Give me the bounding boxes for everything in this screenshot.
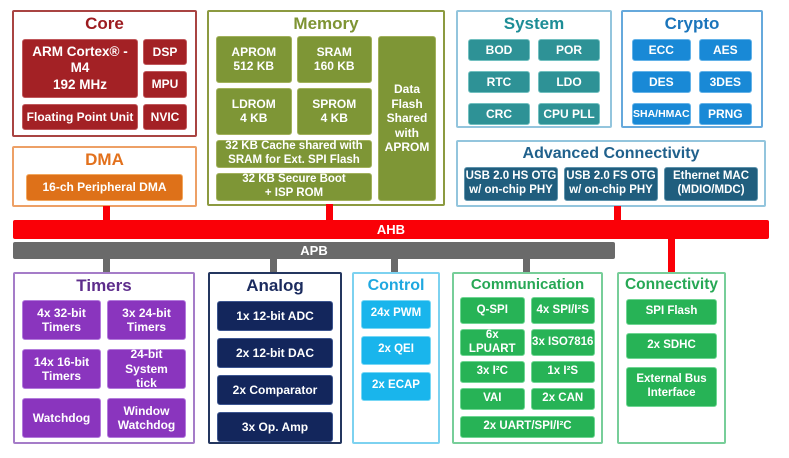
bod-block: BOD (468, 38, 530, 61)
rtc-block: RTC (468, 70, 530, 93)
communication-title: Communication (470, 276, 585, 293)
lpuart-block: 6x LPUART (460, 329, 525, 357)
crypto-title: Crypto (664, 14, 720, 33)
fpu-block: Floating Point Unit (22, 103, 138, 130)
ecap-block: 2x ECAP (361, 371, 431, 401)
sdhc-block: 2x SDHC (626, 332, 717, 359)
apb-bus: APB (13, 242, 615, 259)
data-flash-block: Data Flash Shared with APROM (378, 35, 436, 201)
system-section: System BOD POR RTC LDO CRC CPU PLL (456, 10, 612, 128)
cpu-block: ARM Cortex® -M4 192 MHz (22, 38, 138, 98)
system-title: System (503, 14, 565, 33)
memory-layout: APROM 512 KB SRAM 160 KB LDROM 4 KB SPRO… (216, 35, 436, 201)
dsp-block: DSP (143, 38, 187, 65)
core-section: Core ARM Cortex® -M4 192 MHz DSP MPU Flo… (12, 10, 197, 137)
apb-bus-label: APB (300, 243, 328, 258)
control-column: 24x PWM 2x QEI 2x ECAP (361, 299, 431, 401)
connectivity-section: Connectivity SPI Flash 2x SDHC External … (617, 272, 726, 444)
communication-grid: Q-SPI 4x SPI/I²S 6x LPUART 3x ISO7816 3x… (460, 297, 595, 411)
crypto-grid: ECC AES DES 3DES SHA/HMAC PRNG (632, 38, 752, 125)
iso7816-block: 3x ISO7816 (530, 329, 595, 357)
advanced-connectivity-title: Advanced Connectivity (522, 145, 700, 162)
peripheral-dma-block: 16-ch Peripheral DMA (26, 173, 183, 201)
sram-block: SRAM 160 KB (296, 35, 372, 83)
dma-ahb-connector (103, 206, 110, 221)
adc-block: 1x 12-bit ADC (217, 300, 333, 331)
memory-grid: APROM 512 KB SRAM 160 KB LDROM 4 KB SPRO… (216, 35, 372, 201)
core-title: Core (85, 14, 124, 33)
3des-block: 3DES (698, 70, 752, 93)
mpu-block: MPU (143, 70, 187, 98)
window-watchdog-block: Window Watchdog (107, 397, 186, 438)
des-block: DES (632, 70, 691, 93)
apb-communication-connector (523, 258, 530, 273)
timers-title: Timers (76, 276, 132, 295)
prng-block: PRNG (698, 102, 752, 125)
analog-title: Analog (246, 276, 304, 295)
ecc-block: ECC (632, 38, 691, 61)
analog-section: Analog 1x 12-bit ADC 2x 12-bit DAC 2x Co… (208, 272, 342, 444)
qspi-block: Q-SPI (460, 297, 525, 325)
systick-block: 24-bit System tick (107, 347, 186, 390)
pwm-block: 24x PWM (361, 299, 431, 329)
qei-block: 2x QEI (361, 335, 431, 365)
connectivity-title: Connectivity (624, 276, 718, 293)
crc-block: CRC (468, 102, 530, 125)
dac-block: 2x 12-bit DAC (217, 337, 333, 368)
memory-ahb-connector (326, 204, 333, 221)
comparator-block: 2x Comparator (217, 374, 333, 405)
secure-boot-block: 32 KB Secure Boot + ISP ROM (216, 172, 372, 201)
ldrom-block: LDROM 4 KB (216, 87, 292, 135)
timers-16bit-block: 14x 16-bit Timers (22, 348, 101, 389)
timers-grid: 4x 32-bit Timers 3x 24-bit Timers 14x 16… (22, 299, 186, 438)
dma-section: DMA 16-ch Peripheral DMA (12, 146, 197, 207)
i2c-block: 3x I²C (460, 361, 525, 384)
can-block: 2x CAN (530, 388, 595, 411)
spi-flash-block: SPI Flash (626, 298, 717, 325)
usb-fs-otg-block: USB 2.0 FS OTG w/ on-chip PHY (564, 166, 658, 201)
uart-spi-i2c-block: 2x UART/SPI/I²C (460, 416, 595, 439)
advconn-ahb-connector (614, 206, 621, 221)
vai-block: VAI (460, 388, 525, 411)
nvic-block: NVIC (143, 103, 187, 130)
connectivity-column: SPI Flash 2x SDHC External Bus Interface (626, 298, 717, 407)
cpu-pll-block: CPU PLL (538, 102, 600, 125)
memory-section: Memory APROM 512 KB SRAM 160 KB LDROM 4 … (207, 10, 445, 206)
aes-block: AES (698, 38, 752, 61)
system-grid: BOD POR RTC LDO CRC CPU PLL (468, 38, 600, 125)
apb-control-connector (391, 258, 398, 273)
i2s-block: 1x I²S (530, 361, 595, 384)
spi-i2s-block: 4x SPI/I²S (530, 297, 595, 325)
ahb-bus: AHB (13, 220, 769, 239)
cache-block: 32 KB Cache shared with SRAM for Ext. SP… (216, 139, 372, 168)
opamp-block: 3x Op. Amp (217, 411, 333, 442)
communication-section: Communication Q-SPI 4x SPI/I²S 6x LPUART… (452, 272, 603, 444)
memory-title: Memory (293, 14, 359, 33)
dma-title: DMA (85, 150, 124, 169)
por-block: POR (538, 38, 600, 61)
timers-section: Timers 4x 32-bit Timers 3x 24-bit Timers… (13, 272, 195, 444)
external-bus-interface-block: External Bus Interface (626, 366, 717, 407)
apb-timers-connector (103, 258, 110, 273)
ahb-bus-label: AHB (376, 222, 406, 237)
advanced-connectivity-row: USB 2.0 HS OTG w/ on-chip PHY USB 2.0 FS… (464, 166, 758, 201)
analog-column: 1x 12-bit ADC 2x 12-bit DAC 2x Comparato… (217, 300, 333, 442)
timers-32bit-block: 4x 32-bit Timers (22, 299, 101, 340)
crypto-section: Crypto ECC AES DES 3DES SHA/HMAC PRNG (621, 10, 763, 128)
ethernet-mac-block: Ethernet MAC (MDIO/MDC) (664, 166, 758, 201)
core-grid: ARM Cortex® -M4 192 MHz DSP MPU Floating… (22, 38, 187, 130)
control-section: Control 24x PWM 2x QEI 2x ECAP (352, 272, 440, 444)
advanced-connectivity-section: Advanced Connectivity USB 2.0 HS OTG w/ … (456, 140, 766, 207)
timers-24bit-block: 3x 24-bit Timers (107, 299, 186, 340)
watchdog-block: Watchdog (22, 397, 101, 438)
ldo-block: LDO (538, 70, 600, 93)
apb-analog-connector (270, 258, 277, 273)
ahb-connectivity-connector (668, 238, 675, 274)
sprom-block: SPROM 4 KB (296, 87, 372, 135)
usb-hs-otg-block: USB 2.0 HS OTG w/ on-chip PHY (464, 166, 558, 201)
aprom-block: APROM 512 KB (216, 35, 292, 83)
sha-hmac-block: SHA/HMAC (632, 102, 691, 125)
control-title: Control (367, 277, 425, 294)
